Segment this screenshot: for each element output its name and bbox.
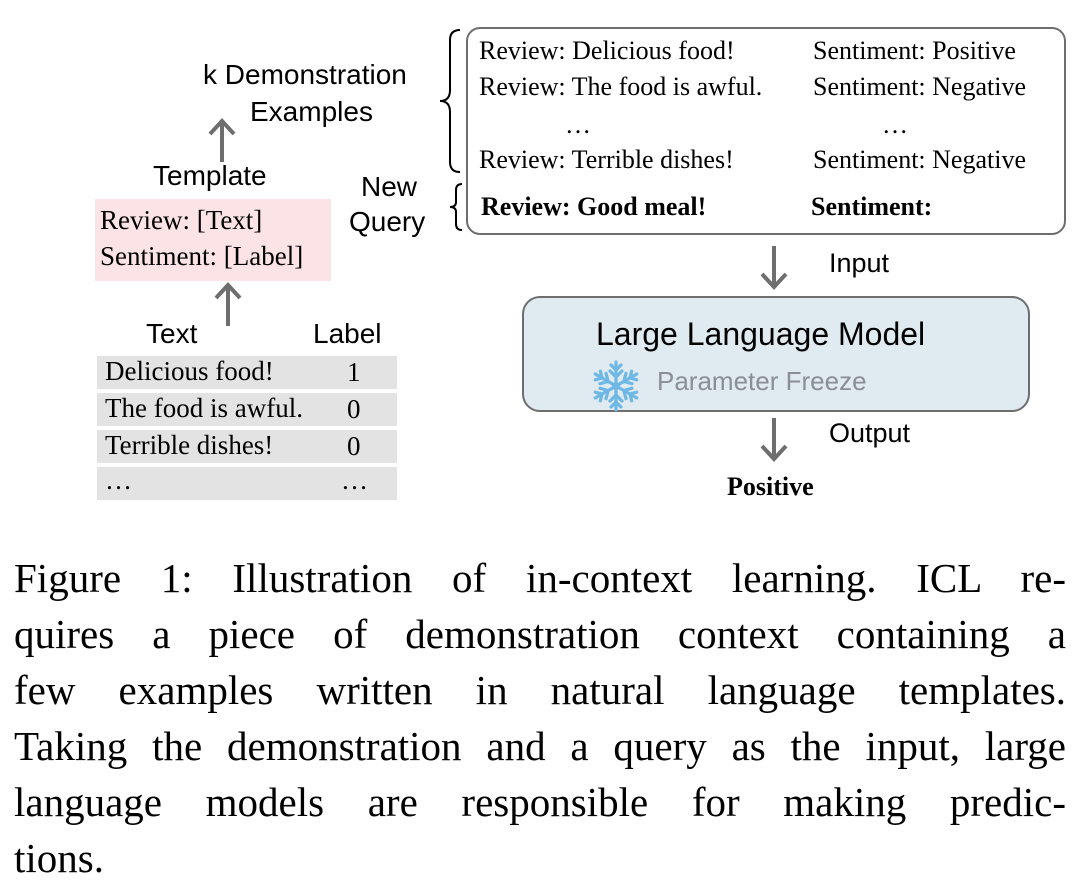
query-sentiment: Sentiment: [811, 192, 933, 221]
table-cell-text: … [105, 465, 132, 495]
demonstration-box [466, 27, 1066, 235]
table-row: … … [97, 465, 397, 500]
demo-review-ellipsis: … [565, 110, 591, 139]
table-header-label: Label [313, 318, 382, 349]
template-label: Template [153, 160, 267, 191]
caption-line: tions. [14, 835, 104, 881]
new-query-label-line1: New [361, 171, 418, 202]
table-row: The food is awful. 0 [97, 393, 397, 426]
table-cell-text: The food is awful. [105, 393, 303, 423]
demo-sentiment-ellipsis: … [882, 110, 908, 139]
output-value: Positive [727, 472, 814, 501]
new-query-label-line2: Query [349, 206, 426, 237]
demo-review: Review: Delicious food! [479, 36, 735, 65]
table-row: Delicious food! 1 [97, 356, 397, 389]
caption-line: Figure 1: Illustration of in-context lea… [14, 555, 1066, 601]
template-box: Review: [Text] Sentiment: [Label] [95, 199, 331, 281]
table-cell-label: 0 [347, 394, 361, 424]
output-label: Output [829, 418, 911, 448]
table-cell-label: 1 [347, 357, 361, 387]
table-cell-text: Terrible dishes! [105, 430, 274, 460]
demo-sentiment: Sentiment: Negative [813, 72, 1027, 101]
template-line-review: Review: [Text] [100, 205, 263, 235]
query-review: Review: Good meal! [481, 192, 707, 221]
table-cell-text: Delicious food! [105, 356, 274, 386]
template-line-sentiment: Sentiment: [Label] [100, 241, 304, 271]
demonstration-brace-icon [439, 29, 461, 173]
demo-review: Review: The food is awful. [479, 72, 763, 101]
table-cell-label: … [341, 465, 368, 495]
snowflake-icon [590, 360, 642, 412]
demo-review: Review: Terrible dishes! [479, 145, 734, 174]
llm-subtitle: Parameter Freeze [657, 366, 867, 396]
caption-line: Taking the demonstration and a query as … [14, 723, 1066, 769]
k-demonstration-label-line1: k Demonstration [203, 59, 407, 90]
demo-sentiment: Sentiment: Positive [813, 36, 1016, 65]
llm-title: Large Language Model [596, 316, 926, 352]
table-header-text: Text [146, 318, 198, 349]
caption-line: quires a piece of demonstration context … [14, 611, 1066, 657]
llm-box: Large Language Model Parameter Freeze [522, 296, 1030, 412]
demo-sentiment: Sentiment: Negative [813, 145, 1027, 174]
k-demonstration-label-line2: Examples [250, 96, 373, 127]
caption-line: language models are responsible for maki… [14, 779, 1066, 825]
query-brace-icon [449, 183, 463, 231]
caption-line: few examples written in natural language… [14, 667, 1066, 713]
figure-caption: Figure 1: Illustration of in-context lea… [14, 550, 1066, 886]
arrow-up-icon [214, 282, 242, 326]
arrow-down-icon [760, 418, 788, 462]
arrow-up-icon [208, 118, 236, 162]
table-cell-label: 0 [347, 431, 361, 461]
arrow-down-icon [760, 246, 788, 290]
input-label: Input [829, 248, 890, 278]
table-row: Terrible dishes! 0 [97, 430, 397, 463]
